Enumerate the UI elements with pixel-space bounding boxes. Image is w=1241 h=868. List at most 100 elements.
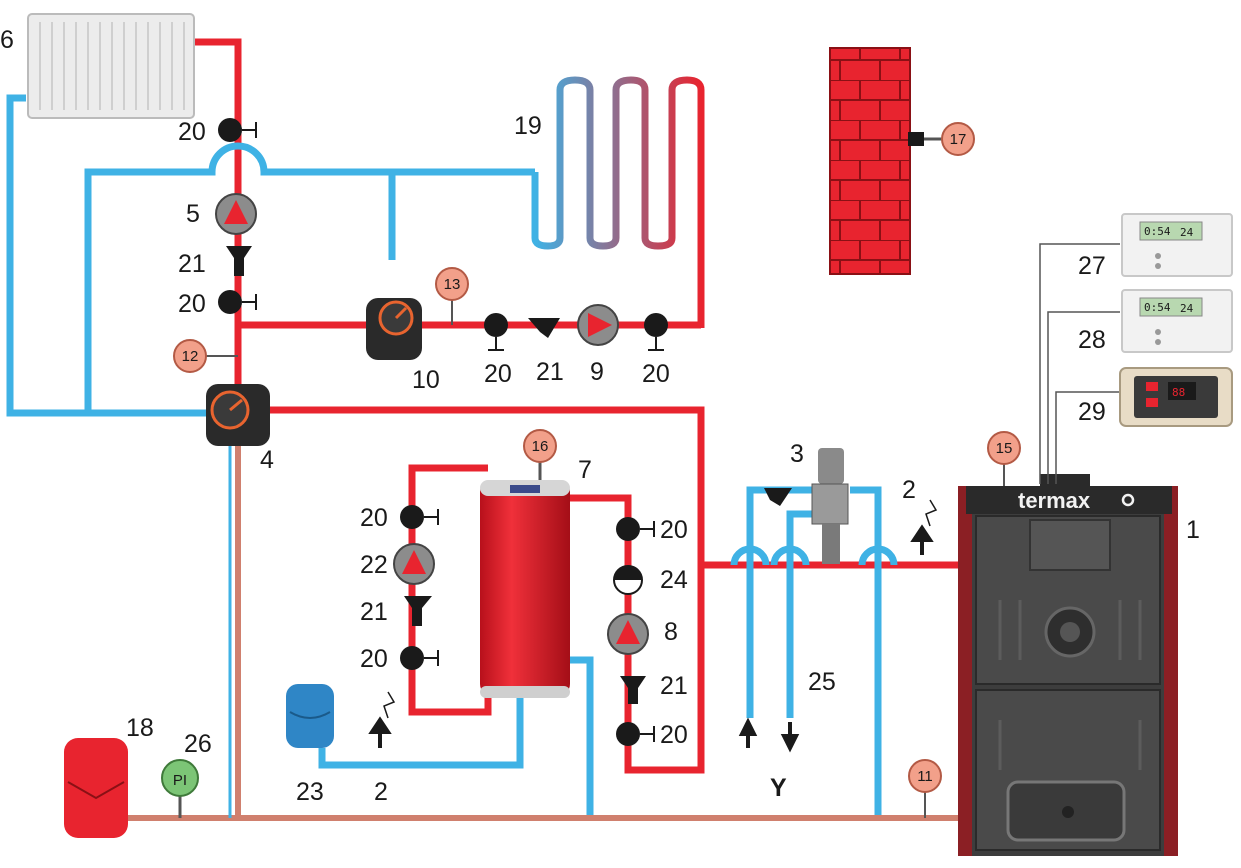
label-10: 10 <box>412 366 440 394</box>
relief-valve-boiler <box>910 499 938 555</box>
hot-riser-pipe <box>193 38 242 410</box>
svg-text:16: 16 <box>532 438 549 455</box>
tank-coil-pipe <box>408 464 492 716</box>
expansion-vessel-heating <box>64 738 128 838</box>
label-4: 4 <box>260 446 274 474</box>
pump-coil <box>393 543 435 585</box>
ball-valve <box>400 505 439 529</box>
ball-valve <box>616 517 655 541</box>
ball-valve <box>484 313 508 351</box>
pump-floor <box>577 304 619 346</box>
ball-valves <box>218 118 668 746</box>
check-valve <box>613 565 643 595</box>
safety-exchanger-pipes <box>746 486 882 818</box>
thermostat-time: 0:54 <box>1144 225 1171 238</box>
label-29: 29 <box>1078 398 1106 426</box>
label-28: 28 <box>1078 326 1106 354</box>
expansion-vessel-dhw <box>286 684 334 748</box>
label-21-c: 21 <box>360 598 388 626</box>
label-20-e: 20 <box>360 504 388 532</box>
label-22: 22 <box>360 551 388 579</box>
sensor-12: 12 <box>173 339 238 373</box>
label-25: 25 <box>808 668 836 696</box>
mixing-valve-main <box>206 384 270 446</box>
relief-valve-dhw <box>368 691 396 748</box>
flow-arrows <box>738 717 800 753</box>
thermostat-temp: 24 <box>1180 226 1194 239</box>
label-3: 3 <box>790 440 804 468</box>
room-thermostat-2: 0:54 24 <box>1121 289 1233 353</box>
gauge-label: PI <box>173 772 187 789</box>
label-21-a: 21 <box>178 250 206 278</box>
pipe-network <box>6 38 960 821</box>
svg-text:15: 15 <box>996 440 1013 457</box>
label-8: 8 <box>664 618 678 646</box>
label-20-d: 20 <box>642 360 670 388</box>
strainer <box>620 676 646 704</box>
label-20-c: 20 <box>484 360 512 388</box>
brick-wall <box>829 47 942 275</box>
svg-text:12: 12 <box>182 348 199 365</box>
thermostat-time: 0:54 <box>1144 301 1171 314</box>
radiator <box>27 13 195 119</box>
label-24: 24 <box>660 566 688 594</box>
label-18: 18 <box>126 714 154 742</box>
label-20-h: 20 <box>660 721 688 749</box>
boiler-supply-pipe <box>270 406 960 569</box>
room-thermostat-1: 0:54 24 <box>1121 213 1233 277</box>
label-2-dhw: 2 <box>374 778 388 806</box>
strainer <box>226 246 252 276</box>
label-7: 7 <box>578 456 592 484</box>
boiler-brand: termax <box>1018 488 1091 513</box>
label-23: 23 <box>296 778 324 806</box>
drain-symbol: Y <box>770 774 787 802</box>
sensor-17: 17 <box>941 122 975 156</box>
label-27: 27 <box>1078 252 1106 280</box>
tank-charge-pipe <box>570 494 705 774</box>
pressure-gauge: PI <box>161 759 199 818</box>
panel-display: 88 <box>1172 386 1185 399</box>
sensor-13: 13 <box>435 267 469 325</box>
strainer <box>528 318 560 338</box>
ball-valve <box>218 290 257 314</box>
label-20-b: 20 <box>178 290 206 318</box>
floor-return-pipe <box>84 142 535 413</box>
label-5: 5 <box>186 200 200 228</box>
thermostat-temp: 24 <box>1180 302 1194 315</box>
thermal-safety-valve <box>764 448 849 564</box>
pipe-crossovers <box>730 545 898 566</box>
hot-water-tank <box>480 462 570 698</box>
pumps <box>215 193 649 655</box>
component-labels: 1 2 2 3 4 5 6 7 8 9 10 19 20 20 20 20 20… <box>0 26 1200 806</box>
strainers <box>226 246 646 704</box>
label-20-g: 20 <box>660 516 688 544</box>
mixing-valve-floor <box>366 298 422 360</box>
label-1: 1 <box>1186 516 1200 544</box>
boiler: termax <box>958 474 1178 856</box>
floor-heating-coil <box>531 76 705 328</box>
pump-tank <box>607 613 649 655</box>
ball-valve <box>616 722 655 746</box>
temperature-sensors: 11 12 13 15 16 17 <box>173 122 1021 818</box>
label-19: 19 <box>514 112 542 140</box>
cold-water-inlet-pipe <box>318 695 524 769</box>
label-6: 6 <box>0 26 14 54</box>
label-21-d: 21 <box>660 672 688 700</box>
svg-text:17: 17 <box>950 131 967 148</box>
controller-wiring <box>1039 243 1120 484</box>
svg-text:13: 13 <box>444 276 461 293</box>
sensor-15: 15 <box>987 431 1021 486</box>
label-2-boiler: 2 <box>902 476 916 504</box>
pump-radiator <box>215 193 257 235</box>
label-26: 26 <box>184 730 212 758</box>
svg-text:11: 11 <box>917 768 933 785</box>
tank-return-pipe <box>568 656 594 818</box>
radiator-return-pipe <box>6 94 226 417</box>
ball-valve <box>218 118 257 142</box>
label-21-b: 21 <box>536 358 564 386</box>
ball-valve <box>400 646 439 670</box>
label-20-a: 20 <box>178 118 206 146</box>
sensor-16: 16 <box>523 429 557 463</box>
sensor-11: 11 <box>908 759 942 818</box>
